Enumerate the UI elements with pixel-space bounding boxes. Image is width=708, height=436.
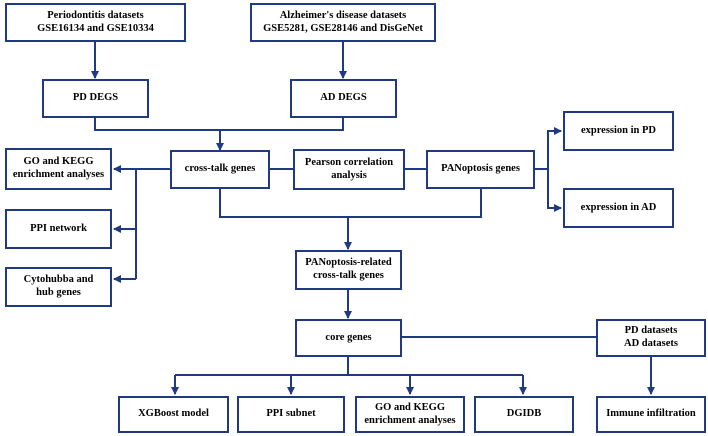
- ppi-network-box: PPI network: [5, 209, 112, 249]
- pd-ad-datasets-line1: PD datasets: [624, 325, 678, 337]
- pd-ad-datasets-line2: AD datasets: [624, 338, 678, 349]
- pearson-correlation-box: Pearson correlation analysis: [293, 149, 405, 190]
- arrow-to-expression-ad: [547, 169, 562, 212]
- cross-talk-genes-box: cross-talk genes: [170, 150, 270, 189]
- ppi-network-label: PPI network: [30, 222, 87, 234]
- ppi-subnet-box: PPI subnet: [237, 396, 345, 433]
- go-kegg-top-box: GO and KEGG enrichment analyses: [5, 148, 112, 190]
- periodontitis-datasets-box: Periodontitis datasets GSE16134 and GSE1…: [5, 3, 186, 42]
- cross-talk-genes-label: cross-talk genes: [184, 163, 256, 175]
- connector-degs-merge: [94, 117, 344, 131]
- arrow-to-expression-pd: [547, 127, 562, 169]
- core-genes-label: core genes: [325, 331, 372, 343]
- panoptosis-related-box: PANoptosis-related cross-talk genes: [295, 250, 402, 290]
- cytohubba-box: Cytohubba and hub genes: [5, 267, 112, 307]
- periodontitis-datasets-line2: GSE16134 and GSE10334: [37, 22, 154, 34]
- dgidb-box: DGIDB: [474, 396, 574, 433]
- core-genes-box: core genes: [295, 319, 402, 357]
- alzheimers-datasets-line2: GSE5281, GSE28146 and DisGeNet: [263, 22, 423, 34]
- xgboost-model-label: XGBoost model: [138, 408, 209, 420]
- pearson-correlation-line2: analysis: [331, 169, 367, 181]
- panoptosis-related-line1: PANoptosis-related: [305, 257, 392, 269]
- alzheimers-datasets-box: Alzheimer's disease datasets GSE5281, GS…: [250, 3, 436, 42]
- go-kegg-bottom-line2: enrichment analyses: [364, 414, 456, 426]
- ad-degs-box: AD DEGS: [290, 79, 397, 118]
- go-kegg-bottom-box: GO and KEGG enrichment analyses: [355, 396, 465, 433]
- ad-degs-label: AD DEGS: [320, 92, 367, 104]
- panoptosis-genes-box: PANoptosis genes: [426, 150, 535, 189]
- cytohubba-line1: Cytohubba and: [23, 274, 94, 286]
- pd-degs-box: PD DEGS: [42, 79, 149, 118]
- panoptosis-related-line2: cross-talk genes: [313, 270, 384, 281]
- panoptosis-genes-label: PANoptosis genes: [441, 163, 520, 175]
- go-kegg-bottom-line1: GO and KEGG: [374, 401, 446, 413]
- ppi-subnet-label: PPI subnet: [266, 408, 316, 420]
- pearson-correlation-line1: Pearson correlation: [304, 156, 394, 168]
- xgboost-model-box: XGBoost model: [118, 396, 229, 433]
- alzheimers-datasets-line1: Alzheimer's disease datasets: [279, 9, 407, 21]
- go-kegg-top-line1: GO and KEGG: [23, 156, 94, 168]
- pd-ad-datasets-box: PD datasets AD datasets: [596, 319, 706, 357]
- dgidb-label: DGIDB: [506, 408, 542, 420]
- go-kegg-top-line2: enrichment analyses: [12, 169, 105, 180]
- expression-pd-label: expression in PD: [580, 124, 657, 136]
- cytohubba-line2: hub genes: [36, 287, 81, 298]
- expression-ad-box: expression in AD: [563, 188, 674, 228]
- periodontitis-datasets-line1: Periodontitis datasets: [47, 9, 144, 21]
- immune-infiltration-box: Immune infiltration: [596, 396, 706, 433]
- pd-degs-label: PD DEGS: [72, 92, 119, 104]
- connector-genes-merge: [219, 188, 482, 218]
- expression-pd-box: expression in PD: [563, 111, 674, 151]
- immune-infiltration-label: Immune infiltration: [606, 408, 696, 420]
- expression-ad-label: expression in AD: [580, 201, 657, 213]
